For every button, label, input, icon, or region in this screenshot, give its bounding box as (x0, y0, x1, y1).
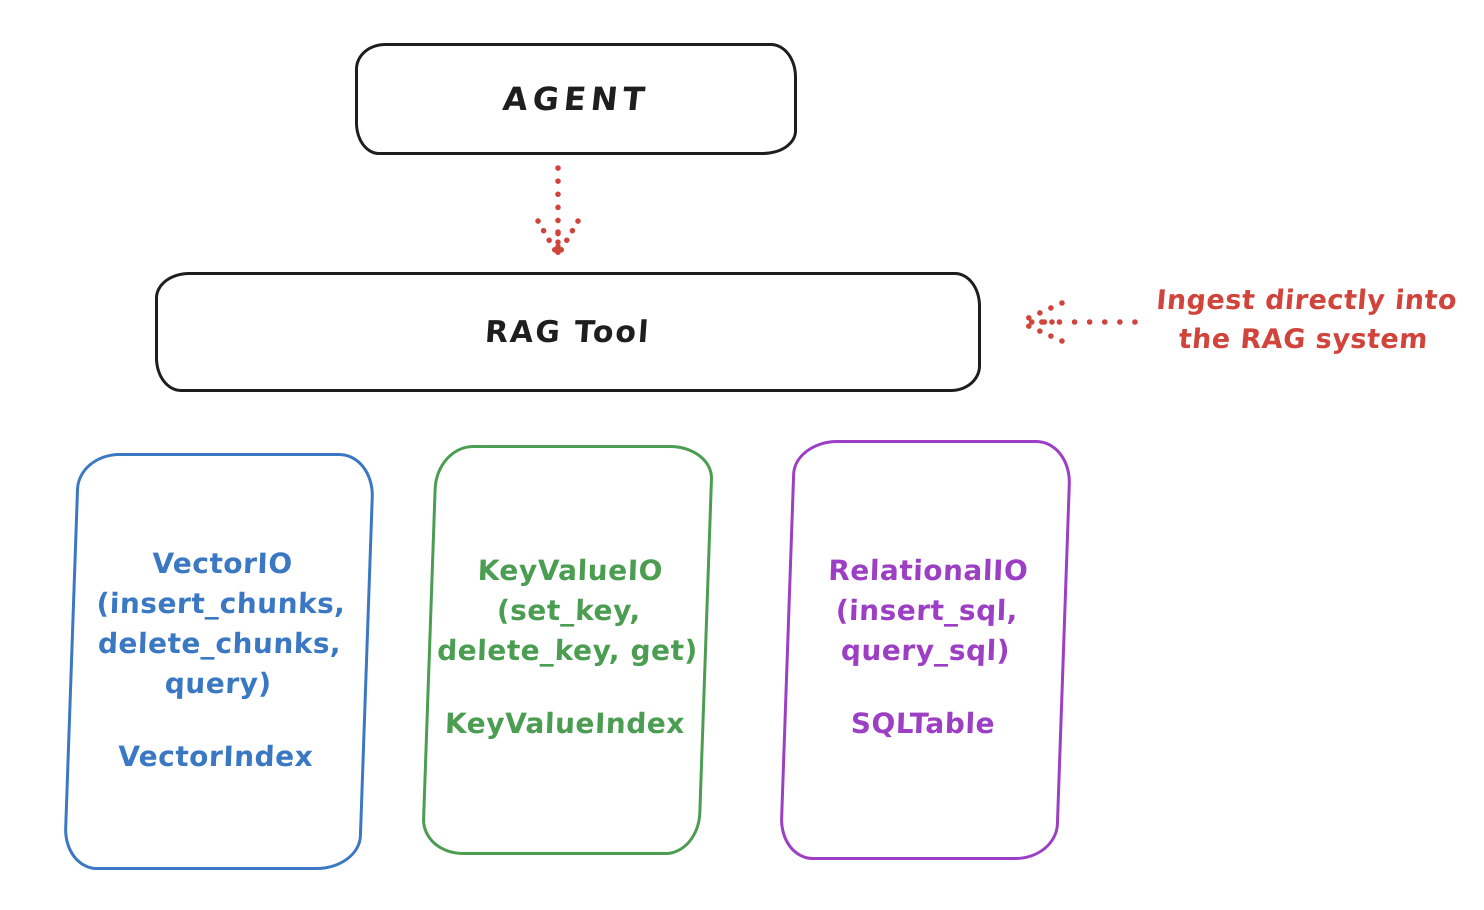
index-label: KeyValueIndex (444, 707, 686, 740)
backend-card-relational-io: RelationalIO (insert_sql, query_sql) SQL… (778, 440, 1073, 860)
annotation-text: Ingest directly into the RAG system (1132, 281, 1479, 359)
annotation-line-1: Ingest directly into (1155, 285, 1459, 316)
card-line: (insert_sql, (835, 594, 1019, 627)
index-label: VectorIndex (117, 740, 314, 773)
card-line: query) (164, 667, 273, 700)
card-line: VectorIO (151, 547, 294, 580)
backend-card-vector-io: VectorIO (insert_chunks, delete_chunks, … (62, 453, 376, 870)
card-line: (insert_chunks, (95, 587, 347, 620)
backend-card-key-value-io: KeyValueIO (set_key, delete_key, get) Ke… (420, 445, 715, 855)
rag-tool-label: RAG Tool (484, 314, 652, 350)
agent-node: AGENT (355, 43, 797, 155)
annotation-line-2: the RAG system (1177, 324, 1430, 355)
card-line: RelationalIO (827, 554, 1029, 587)
dotted-arrow-left-icon (1019, 300, 1138, 344)
rag-tool-node: RAG Tool (155, 272, 981, 392)
card-line: query_sql) (840, 634, 1011, 667)
agent-label: AGENT (500, 80, 652, 118)
card-line: delete_chunks, (97, 627, 342, 660)
card-line: KeyValueIO (477, 554, 664, 587)
card-line: delete_key, get) (436, 634, 699, 667)
dotted-arrow-down-icon (535, 165, 581, 257)
index-label: SQLTable (850, 707, 996, 740)
card-line: (set_key, (496, 594, 642, 627)
